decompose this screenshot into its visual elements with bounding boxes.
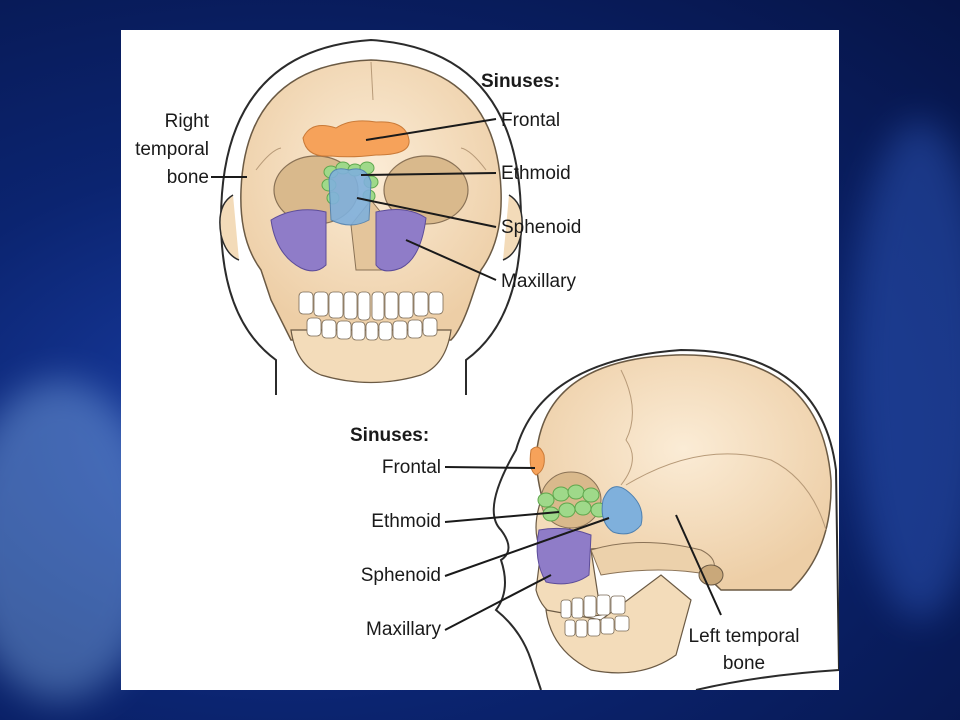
front-label-maxillary: Maxillary [501, 271, 576, 292]
front-label-sphenoid: Sphenoid [501, 217, 582, 238]
side-sinuses-header: Sinuses: [350, 425, 430, 446]
front-maxillary-sinus-left [375, 209, 427, 272]
side-label-sphenoid: Sphenoid [360, 565, 441, 586]
side-sphenoid-sinus [601, 486, 643, 535]
side-label-maxillary: Maxillary [366, 619, 441, 640]
front-skull [219, 38, 523, 395]
front-label-temporal-line2: temporal [135, 139, 209, 160]
side-label-temporal-line1: Left temporal [688, 626, 800, 647]
front-frontal-sinus [302, 120, 410, 158]
skull-illustration [211, 38, 839, 690]
front-label-ethmoid: Ethmoid [501, 163, 571, 184]
front-sphenoid-sinus [328, 168, 372, 226]
side-maxillary-sinus [536, 527, 592, 585]
front-maxillary-sinus-right [270, 209, 327, 272]
side-ethmoid-sinus [537, 484, 608, 522]
diagram-panel: Sinuses: Frontal Ethmoid Sphenoid Maxill… [121, 30, 839, 690]
front-label-temporal-line1: Right [164, 111, 209, 132]
front-sinuses-header: Sinuses: [481, 71, 561, 92]
front-label-temporal-line3: bone [166, 167, 209, 188]
side-label-frontal: Frontal [381, 457, 441, 478]
front-leader-lines [211, 118, 497, 281]
background-glow-right [850, 120, 960, 620]
side-label-temporal-line2: bone [722, 653, 766, 674]
side-skull [492, 348, 839, 690]
front-label-frontal: Frontal [501, 110, 561, 131]
side-leader-lines [444, 466, 722, 631]
side-label-ethmoid: Ethmoid [371, 511, 441, 532]
